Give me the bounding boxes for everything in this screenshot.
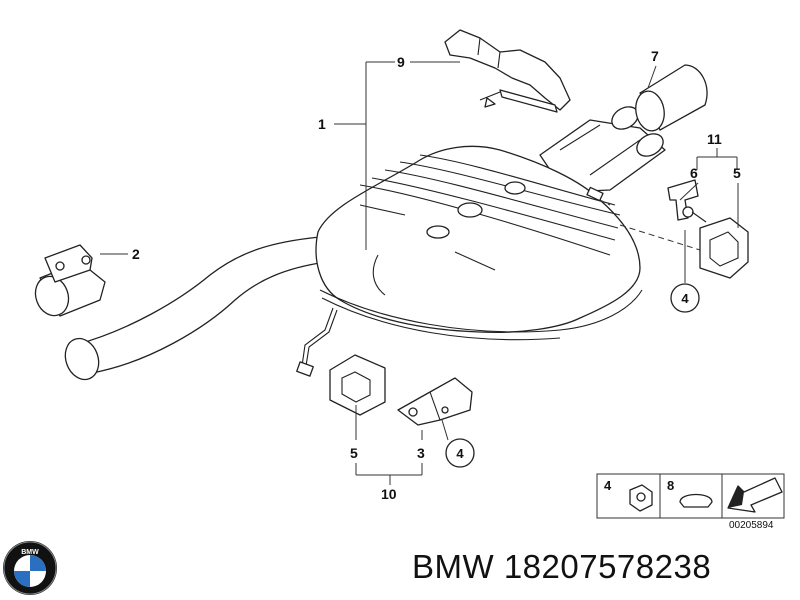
legend-box: 4 8 00205894 xyxy=(596,473,785,531)
mount-right xyxy=(586,179,749,279)
legend-item-8: 8 xyxy=(667,478,674,493)
bmw-logo-icon: BMW xyxy=(3,541,57,595)
reference-code: 00205894 xyxy=(729,520,774,531)
leader-lines xyxy=(100,61,739,485)
callout-4-circle-right: 4 xyxy=(670,283,700,313)
clamp-top xyxy=(444,29,571,113)
callout-4-circle-lower: 4 xyxy=(445,438,475,468)
callout-6: 6 xyxy=(690,165,698,181)
callout-10: 10 xyxy=(381,486,397,502)
nut-icon xyxy=(629,484,653,512)
callout-9: 9 xyxy=(397,54,405,70)
front-pipe xyxy=(64,236,327,381)
callout-labels: 1 2 9 7 11 6 5 5 3 10 xyxy=(132,48,741,502)
callout-2: 2 xyxy=(132,246,140,262)
rubber-mount-lower xyxy=(329,354,386,416)
callout-11: 11 xyxy=(707,131,722,147)
legend-item-4: 4 xyxy=(604,478,612,493)
bracket-lower xyxy=(397,377,473,426)
callout-1: 1 xyxy=(318,116,326,132)
hanger-rod xyxy=(296,307,338,377)
callout-7: 7 xyxy=(651,48,659,64)
logo-letters: BMW xyxy=(21,549,39,556)
rear-muffler xyxy=(315,145,643,341)
callout-4-lower: 4 xyxy=(456,446,464,461)
callout-3: 3 xyxy=(417,445,425,461)
plug-icon xyxy=(679,493,713,508)
callout-5-lower: 5 xyxy=(350,445,358,461)
clamp-left xyxy=(34,244,106,317)
pipe-sleeve xyxy=(635,64,708,132)
part-number-caption: BMW 18207578238 xyxy=(412,548,712,585)
callout-5-right: 5 xyxy=(733,165,741,181)
callout-4-right: 4 xyxy=(681,291,689,306)
arrow-icon xyxy=(727,477,783,513)
